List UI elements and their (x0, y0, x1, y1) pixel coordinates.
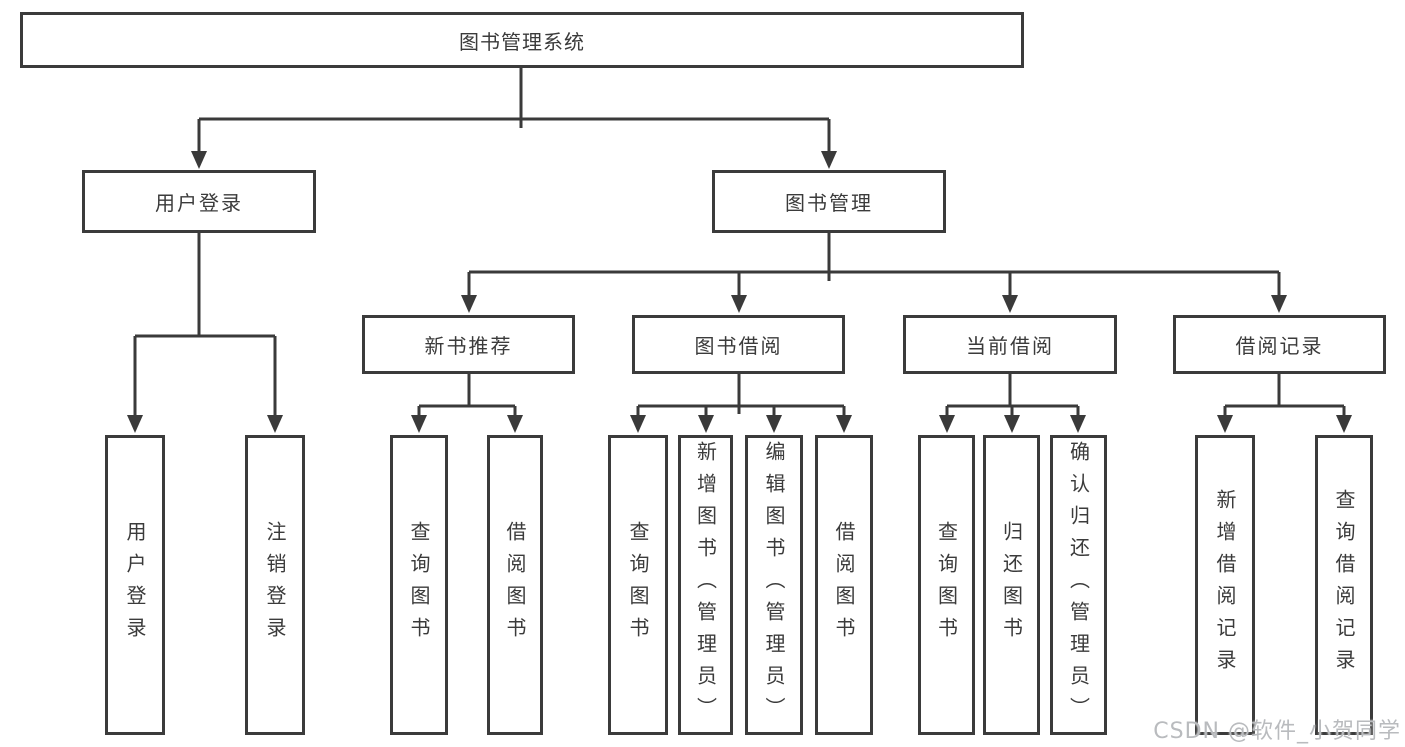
leaf-user-login-label: 用户登录 (123, 521, 147, 649)
leaf-query-books-recommend-label: 查询图书 (407, 521, 431, 649)
leaf-add-book-admin: 新增图书（管理员） (678, 435, 733, 735)
leaf-confirm-return-admin-label: 确认归还（管理员） (1066, 441, 1091, 729)
node-new-book-recommend: 新书推荐 (362, 315, 575, 374)
leaf-user-login: 用户登录 (105, 435, 165, 735)
leaf-edit-book-admin-label: 编辑图书（管理员） (762, 441, 786, 729)
node-book-borrow: 图书借阅 (632, 315, 845, 374)
node-root: 图书管理系统 (20, 12, 1024, 68)
node-user-login-label: 用户登录 (155, 191, 243, 215)
leaf-query-books-borrow-label: 查询图书 (626, 521, 650, 649)
leaf-borrow-books-recommend-label: 借阅图书 (503, 521, 527, 649)
node-book-management: 图书管理 (712, 170, 946, 233)
leaf-query-borrow-record-label: 查询借阅记录 (1332, 489, 1356, 681)
leaf-query-books-recommend: 查询图书 (390, 435, 448, 735)
leaf-logout: 注销登录 (245, 435, 305, 735)
node-new-book-recommend-label: 新书推荐 (424, 334, 513, 358)
leaf-return-book: 归还图书 (983, 435, 1040, 735)
node-current-borrow-label: 当前借阅 (966, 334, 1054, 358)
leaf-add-book-admin-label: 新增图书（管理员） (693, 441, 718, 729)
arrowheads (127, 151, 1352, 433)
leaf-add-borrow-record-label: 新增借阅记录 (1213, 489, 1237, 681)
leaf-borrow-books: 借阅图书 (815, 435, 873, 735)
leaf-query-borrow-record: 查询借阅记录 (1315, 435, 1373, 735)
node-current-borrow: 当前借阅 (903, 315, 1117, 374)
node-book-management-label: 图书管理 (785, 191, 873, 215)
leaf-return-book-label: 归还图书 (999, 521, 1024, 649)
leaf-edit-book-admin: 编辑图书（管理员） (745, 435, 803, 735)
node-book-borrow-label: 图书借阅 (694, 334, 783, 358)
node-borrow-records-label: 借阅记录 (1235, 334, 1324, 358)
leaf-query-books-current: 查询图书 (918, 435, 975, 735)
node-root-label: 图书管理系统 (459, 29, 585, 54)
leaf-borrow-books-recommend: 借阅图书 (487, 435, 543, 735)
leaf-query-books-current-label: 查询图书 (934, 521, 959, 649)
leaf-query-books-borrow: 查询图书 (608, 435, 668, 735)
leaf-add-borrow-record: 新增借阅记录 (1195, 435, 1255, 735)
leaf-logout-label: 注销登录 (263, 521, 287, 649)
leaf-borrow-books-label: 借阅图书 (832, 521, 856, 649)
node-user-login: 用户登录 (82, 170, 316, 233)
node-borrow-records: 借阅记录 (1173, 315, 1386, 374)
leaf-confirm-return-admin: 确认归还（管理员） (1050, 435, 1107, 735)
